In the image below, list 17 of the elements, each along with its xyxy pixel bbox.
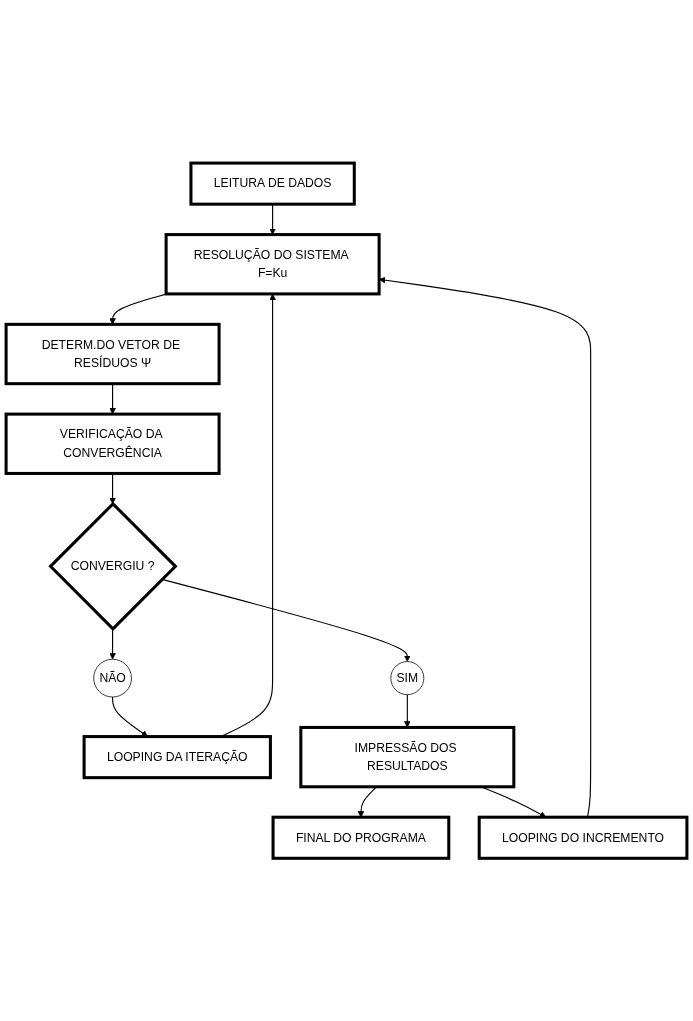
node-box: IMPRESSÃO DOS RESULTADOS <box>299 725 516 789</box>
arrow <box>404 693 411 728</box>
node-box: LEITURA DE DADOS <box>189 161 356 206</box>
arrow <box>109 628 116 660</box>
node-circle: NÃO <box>93 658 132 698</box>
arrow <box>269 203 276 235</box>
node-box: RESOLUÇÃO DO SISTEMA F=Ku <box>164 232 381 296</box>
arrow <box>357 786 378 818</box>
node-circle: SIM <box>390 661 425 695</box>
node-box: LOOPING DA ITERAÇÃO <box>82 734 272 779</box>
arrow <box>112 696 148 737</box>
node-box: VERIFICAÇÃO DA CONVERGÊNCIA <box>4 412 221 475</box>
node-box: LOOPING DO INCREMENTO <box>477 815 689 860</box>
node-box: FINAL DO PROGRAMA <box>271 815 451 860</box>
arrow <box>109 293 168 325</box>
node-diamond: CONVERGIU ? <box>48 501 178 631</box>
node-box: DETERM.DO VETOR DE RESÍDUOS Ψ <box>4 322 221 385</box>
